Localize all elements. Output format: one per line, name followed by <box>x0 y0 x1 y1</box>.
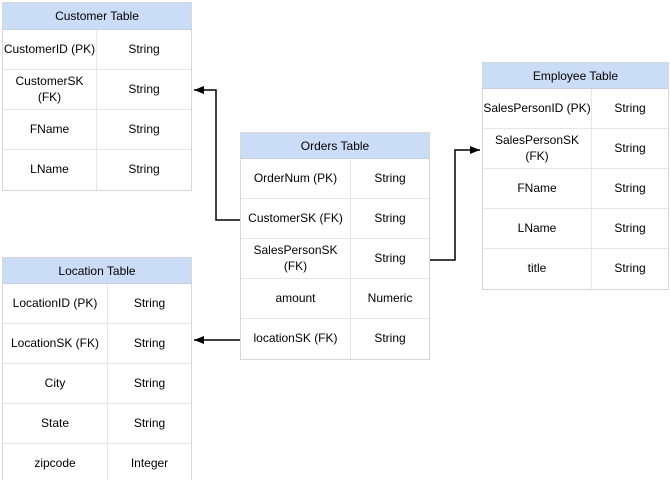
table-row: LocationSK (FK) String <box>3 324 191 364</box>
relationship-arrow-orders-employee <box>430 146 480 261</box>
table-row: LocationID (PK) String <box>3 284 191 324</box>
field-type-cell: String <box>614 261 646 276</box>
table-row: locationSK (FK) String <box>241 319 429 359</box>
field-name-cell: LName <box>483 209 592 248</box>
field-type-cell: String <box>133 295 166 310</box>
field-name-cell: SalesPersonID (PK) <box>483 89 592 128</box>
table-row: FName String <box>3 110 191 150</box>
field-type-cell: String <box>614 180 646 195</box>
relationship-arrow-orders-customer <box>194 86 240 221</box>
field-type-cell: String <box>128 121 160 136</box>
table-row: LName String <box>3 150 191 190</box>
table-row: CustomerSK (FK) String <box>241 199 429 239</box>
field-name-cell: CustomerSK (FK) <box>241 199 351 238</box>
table-row: CustomerSK (FK) String <box>3 70 191 110</box>
table-title: Orders Table <box>241 133 429 159</box>
table-row: FName String <box>483 169 668 209</box>
table-row: SalesPersonID (PK) String <box>483 89 668 129</box>
field-name-cell: City <box>3 364 108 403</box>
table-title: Location Table <box>3 258 191 284</box>
field-name-cell: FName <box>483 169 592 208</box>
field-name-cell: CustomerSK (FK) <box>3 70 97 109</box>
table-row: City String <box>3 364 191 404</box>
field-type-cell: String <box>374 250 406 265</box>
field-name-cell: locationSK (FK) <box>241 319 351 359</box>
field-type-cell: Integer <box>130 456 169 471</box>
table-row: SalesPersonSK (FK) String <box>241 239 429 279</box>
field-type-cell: String <box>374 210 406 225</box>
field-type-cell: String <box>128 41 160 56</box>
field-name-cell: LName <box>3 150 97 190</box>
field-name-cell: OrderNum (PK) <box>241 159 351 198</box>
table-title: Employee Table <box>483 63 668 89</box>
field-type-cell: String <box>374 331 406 346</box>
field-type-cell: String <box>133 335 166 350</box>
field-type-cell: String <box>614 220 646 235</box>
field-type-cell: String <box>133 415 166 430</box>
field-name-cell: SalesPersonSK (FK) <box>241 239 351 278</box>
field-type-cell: Numeric <box>367 290 413 305</box>
table-row: amount Numeric <box>241 279 429 319</box>
field-name-cell: zipcode <box>3 444 108 480</box>
field-name-cell: SalesPersonSK (FK) <box>483 129 592 168</box>
field-type-cell: String <box>614 140 646 155</box>
field-name-cell: CustomerID (PK) <box>3 30 97 69</box>
table-row: CustomerID (PK) String <box>3 30 191 70</box>
table-title: Customer Table <box>3 3 191 30</box>
field-name-cell: LocationID (PK) <box>3 284 108 323</box>
field-name-cell: title <box>483 249 592 289</box>
table-row: OrderNum (PK) String <box>241 159 429 199</box>
table-row: State String <box>3 404 191 444</box>
field-type-cell: String <box>133 375 166 390</box>
field-name-cell: FName <box>3 110 97 149</box>
field-name-cell: State <box>3 404 108 443</box>
field-type-cell: String <box>374 170 406 185</box>
field-type-cell: String <box>128 162 160 177</box>
table-row: SalesPersonSK (FK) String <box>483 129 668 169</box>
field-type-cell: String <box>614 100 646 115</box>
table-row: LName String <box>483 209 668 249</box>
field-name-cell: amount <box>241 279 351 318</box>
table-row: zipcode Integer <box>3 444 191 480</box>
table-row: title String <box>483 249 668 289</box>
field-name-cell: LocationSK (FK) <box>3 324 108 363</box>
field-type-cell: String <box>128 81 160 96</box>
